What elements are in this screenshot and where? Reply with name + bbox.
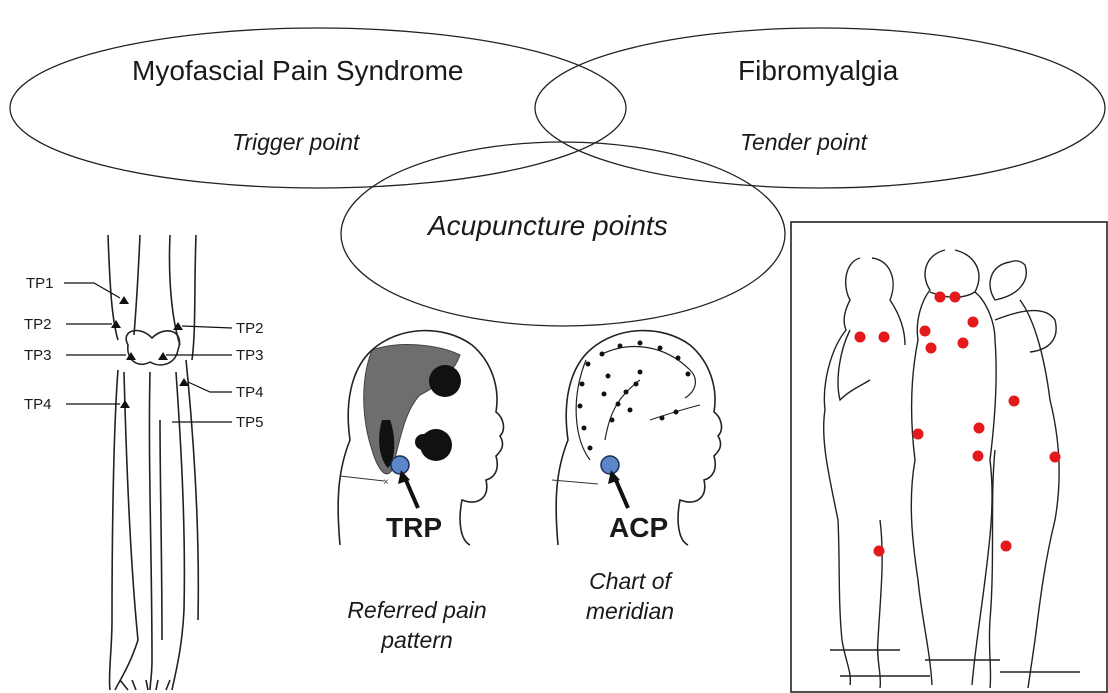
acu-title: Acupuncture points xyxy=(428,212,668,240)
acp-caption-line2: meridian xyxy=(562,597,698,627)
mps-subtitle: Trigger point xyxy=(232,131,359,154)
trp-caption-line2: pattern xyxy=(336,626,498,656)
trp-label: TRP xyxy=(386,514,442,542)
leg-label-left-tp1: TP1 xyxy=(26,276,54,291)
acp-point xyxy=(601,456,619,474)
leg-label-right-tp2: TP2 xyxy=(236,321,264,336)
leg-label-right-tp3: TP3 xyxy=(236,348,264,363)
leg-label-right-tp5: TP5 xyxy=(236,415,264,430)
leg-label-left-tp4: TP4 xyxy=(24,397,52,412)
three-figures-sketch xyxy=(824,250,1080,688)
leg-label-left-tp2: TP2 xyxy=(24,317,52,332)
leg-tp-leaders xyxy=(64,283,232,422)
svg-text:×: × xyxy=(383,477,389,488)
trp-point xyxy=(391,456,409,474)
acp-label: ACP xyxy=(609,514,668,542)
trp-caption-line1: Referred pain xyxy=(336,596,498,626)
fm-title: Fibromyalgia xyxy=(738,57,898,85)
fm-ellipse xyxy=(535,28,1105,188)
leg-label-right-tp4: TP4 xyxy=(236,385,264,400)
fm-subtitle: Tender point xyxy=(740,131,867,154)
acp-caption-line1: Chart of xyxy=(562,567,698,597)
tender-points xyxy=(855,292,1061,557)
trp-caption: Referred pain pattern xyxy=(336,596,498,656)
acp-caption: Chart of meridian xyxy=(562,567,698,627)
mps-ellipse xyxy=(10,28,626,188)
leg-label-left-tp3: TP3 xyxy=(24,348,52,363)
mps-title: Myofascial Pain Syndrome xyxy=(132,57,463,85)
